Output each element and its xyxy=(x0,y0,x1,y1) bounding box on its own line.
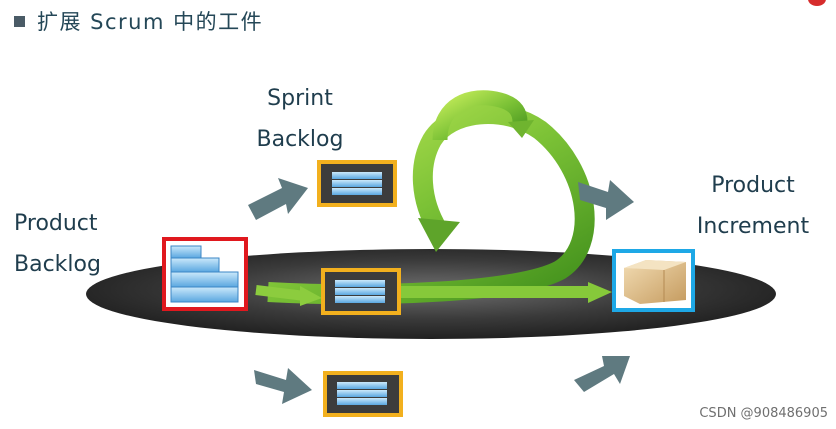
product-backlog-label-line2: Backlog xyxy=(14,252,101,277)
product-backlog-label-line1: Product xyxy=(14,211,98,236)
arrow-to-product-increment xyxy=(578,180,634,220)
product-backlog-box xyxy=(162,237,248,311)
arrow-to-bottom-backlog xyxy=(254,368,312,404)
arrow-up-from-bottom xyxy=(574,356,630,392)
sprint-backlog-label: Sprint Backlog xyxy=(248,78,352,160)
product-backlog-label: Product Backlog xyxy=(14,203,124,285)
sprint-backlog-box-bottom xyxy=(323,371,403,417)
sprint-backlog-box-top xyxy=(317,160,397,207)
sprint-backlog-label-line2: Backlog xyxy=(256,127,344,152)
product-increment-label-line1: Product xyxy=(711,173,795,198)
product-increment-box xyxy=(612,249,695,312)
csdn-watermark: CSDN @908486905 xyxy=(699,406,828,421)
arrow-to-sprint-backlog xyxy=(248,178,308,220)
cardboard-box-icon xyxy=(624,260,686,304)
corner-dot-icon xyxy=(808,0,826,6)
gray-arrows xyxy=(248,178,634,404)
bullet-square-icon xyxy=(14,15,25,27)
slide-title: 扩展 Scrum 中的工件 xyxy=(37,10,264,34)
sprint-backlog-label-line1: Sprint xyxy=(267,86,333,111)
product-increment-label-line2: Increment xyxy=(696,214,810,239)
sprint-backlog-box-center xyxy=(321,268,401,315)
scrum-cycle-arrow xyxy=(255,90,612,306)
slide-header: 扩展 Scrum 中的工件 xyxy=(14,7,263,35)
product-increment-label: Product Increment xyxy=(688,165,818,247)
